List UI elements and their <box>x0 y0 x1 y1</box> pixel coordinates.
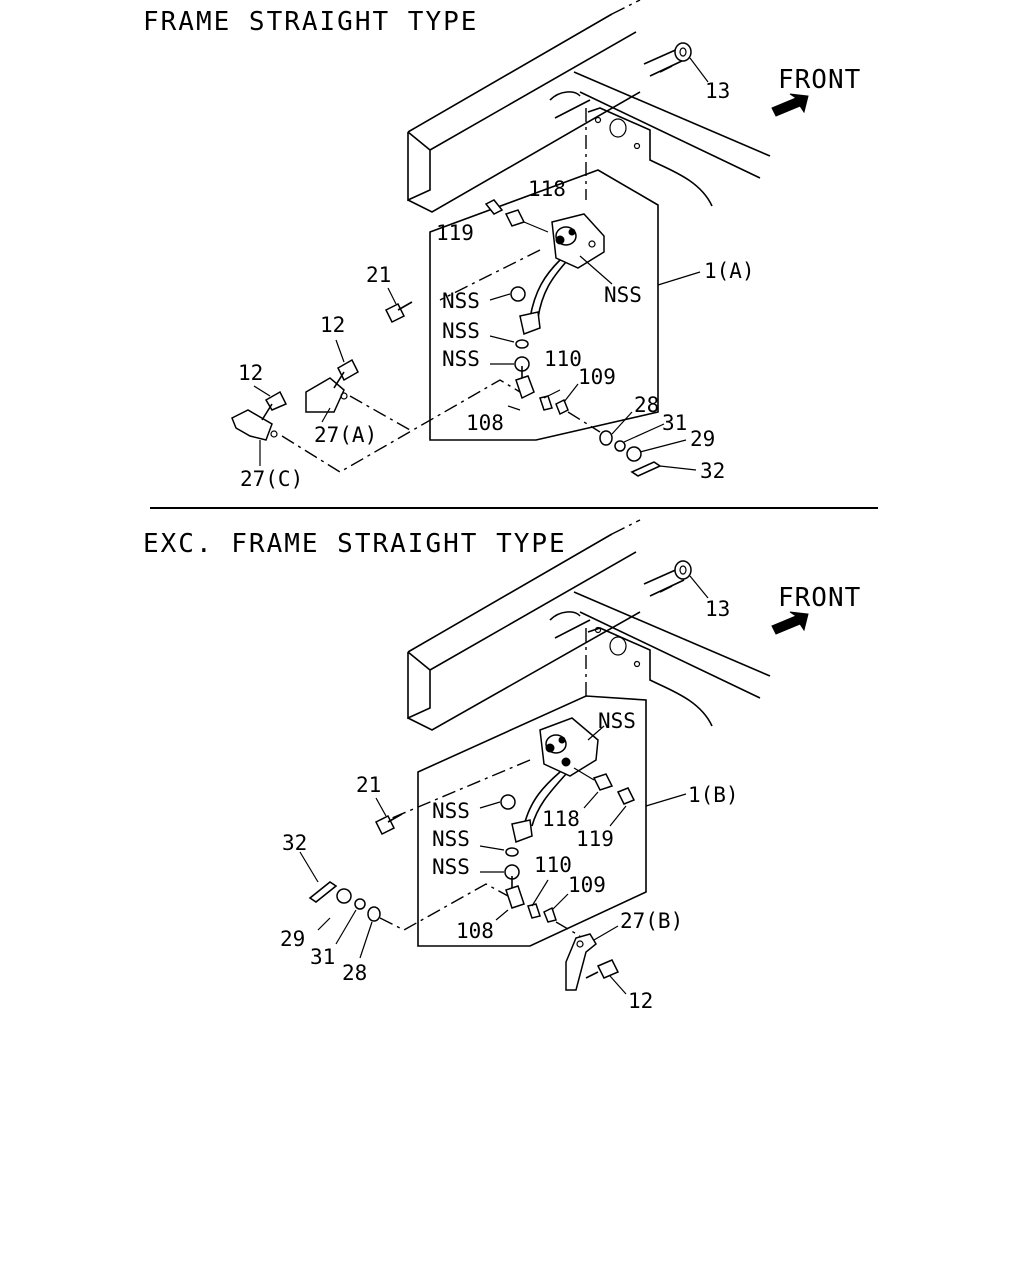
callout-108: 108 <box>466 411 504 435</box>
assembly-outline-1b <box>417 695 647 947</box>
callout-119: 119 <box>576 827 614 851</box>
callout-nss: NSS <box>432 827 470 851</box>
callout-12: 12 <box>628 989 653 1013</box>
front-arrow-icon <box>771 93 809 117</box>
bracket-27b: 27(B) 12 <box>555 909 683 1013</box>
callout-118: 118 <box>528 177 566 201</box>
section-frame-straight-type: FRAME STRAIGHT TYPE FRONT 13 <box>143 0 861 491</box>
callout-32: 32 <box>700 459 725 483</box>
callout-31: 31 <box>662 411 687 435</box>
front-label: FRONT <box>778 65 861 95</box>
frame-rail <box>407 519 771 731</box>
sensor-assembly <box>391 717 605 844</box>
callout-nss: NSS <box>604 283 642 307</box>
nut-nss <box>510 286 526 302</box>
callout-nss: NSS <box>442 289 480 313</box>
callout-1b: 1(B) <box>688 783 739 807</box>
parts-118-119: 118 119 <box>436 177 566 245</box>
frame-rail <box>407 0 771 213</box>
callout-21: 21 <box>366 263 391 287</box>
callout-28: 28 <box>342 961 367 985</box>
section-title: EXC. FRAME STRAIGHT TYPE <box>143 529 567 559</box>
linkage-line <box>379 883 509 931</box>
callout-13: 13 <box>705 79 730 103</box>
fittings-108-110-109: 110 109 108 <box>456 853 606 943</box>
callout-28: 28 <box>634 393 659 417</box>
assembly-outline-1a <box>429 169 659 441</box>
callout-108: 108 <box>456 919 494 943</box>
front-arrow-icon <box>771 611 809 635</box>
callout-110: 110 <box>534 853 572 877</box>
callout-nss: NSS <box>442 319 480 343</box>
callout-1a: 1(A) <box>704 259 755 283</box>
washer-13: 13 <box>674 560 730 621</box>
callout-27b: 27(B) <box>620 909 683 933</box>
callout-32: 32 <box>282 831 307 855</box>
callout-nss: NSS <box>442 347 480 371</box>
nut-nss <box>500 794 516 810</box>
bracket-27c: 12 27(C) <box>231 361 303 491</box>
callout-118: 118 <box>542 807 580 831</box>
callout-nss: NSS <box>432 799 470 823</box>
callout-12: 12 <box>238 361 263 385</box>
callout-12: 12 <box>320 313 345 337</box>
washer-nss <box>505 847 519 857</box>
callout-27a: 27(A) <box>314 423 377 447</box>
section-title: FRAME STRAIGHT TYPE <box>143 7 478 37</box>
sensor-assembly <box>439 213 605 336</box>
callout-21: 21 <box>356 773 381 797</box>
callout-nss: NSS <box>432 855 470 879</box>
callout-29: 29 <box>690 427 715 451</box>
bolt-21: 21 <box>356 773 403 836</box>
callout-13: 13 <box>705 597 730 621</box>
callout-109: 109 <box>568 873 606 897</box>
fittings-108-110-109: 110 109 108 <box>466 347 616 435</box>
callout-119: 119 <box>436 221 474 245</box>
hardware-28-31-29-32: 28 31 29 32 <box>567 393 725 483</box>
washer-13: 13 <box>674 42 730 103</box>
parts-118-119: 118 119 <box>542 767 636 851</box>
callout-29: 29 <box>280 927 305 951</box>
callout-27c: 27(C) <box>240 467 303 491</box>
bracket-27a: 12 27(A) <box>305 313 377 447</box>
washer-nss <box>515 339 529 349</box>
callout-110: 110 <box>544 347 582 371</box>
section-exc-frame-straight-type: EXC. FRAME STRAIGHT TYPE FRONT 13 <box>143 519 861 1013</box>
hardware-32-29-31-28: 32 29 31 28 <box>280 831 381 985</box>
callout-31: 31 <box>310 945 335 969</box>
callout-109: 109 <box>578 365 616 389</box>
bolt-21: 21 <box>366 263 413 324</box>
callout-nss: NSS <box>598 709 636 733</box>
linkage-line <box>281 379 521 473</box>
front-label: FRONT <box>778 583 861 613</box>
